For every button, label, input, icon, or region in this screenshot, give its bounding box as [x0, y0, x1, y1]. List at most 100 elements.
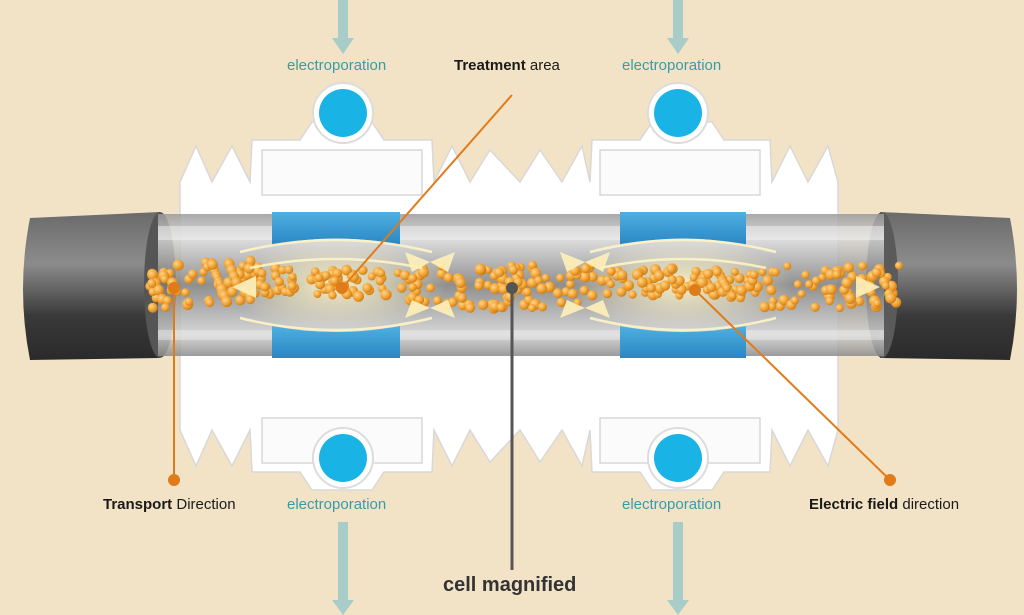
- cell: [628, 290, 637, 299]
- electroporation-label-bottom-right: electroporation: [622, 496, 722, 513]
- cell: [235, 295, 246, 306]
- cell: [881, 281, 890, 290]
- cell: [556, 273, 565, 282]
- cell: [616, 286, 627, 297]
- cell: [353, 290, 364, 302]
- cell: [147, 302, 158, 313]
- cell: [826, 284, 837, 295]
- cell: [873, 299, 882, 308]
- transport-bold-text: Transport: [103, 496, 173, 513]
- cell: [894, 261, 903, 270]
- cell: [843, 262, 855, 273]
- cell: [408, 282, 417, 292]
- cell: [636, 276, 648, 288]
- cell: [408, 273, 418, 283]
- cell: [147, 269, 159, 281]
- cell: [832, 270, 842, 279]
- field-bold-text: Electric field: [809, 496, 899, 513]
- electric-field-direction-label: Electric field direction: [809, 496, 959, 514]
- cell: [579, 285, 589, 295]
- cell: [287, 281, 297, 291]
- cell: [706, 282, 717, 293]
- cell: [805, 280, 814, 289]
- cell: [730, 267, 739, 276]
- cell: [278, 265, 287, 275]
- cell: [147, 278, 157, 288]
- cell: [328, 291, 337, 300]
- cell: [534, 276, 543, 285]
- cell: [362, 283, 373, 293]
- cell: [666, 264, 676, 274]
- cell: [181, 288, 190, 297]
- cell: [871, 267, 882, 278]
- cell: [736, 293, 745, 303]
- cell: [728, 291, 737, 300]
- cell: [536, 283, 548, 294]
- cell: [260, 282, 270, 292]
- cell: [498, 284, 509, 295]
- cell: [274, 277, 284, 287]
- electrode-circle-icon: [312, 82, 709, 489]
- cell: [734, 273, 745, 284]
- cell: [426, 283, 435, 293]
- cell: [606, 266, 616, 276]
- cell: [377, 269, 386, 278]
- cell: [332, 268, 343, 279]
- cell: [587, 290, 598, 301]
- cell: [528, 304, 536, 313]
- callout-lines: [168, 94, 896, 570]
- cell: [587, 271, 598, 282]
- cell: [162, 296, 172, 306]
- cell: [380, 289, 392, 301]
- cell: [153, 284, 164, 296]
- cell: [187, 269, 198, 279]
- cell: [347, 271, 359, 283]
- cell: [417, 266, 429, 278]
- field-lines: [239, 238, 777, 332]
- cell: [537, 302, 547, 312]
- cell: [762, 275, 773, 286]
- cell: [712, 267, 722, 277]
- cell: [797, 289, 806, 298]
- cell: [579, 271, 591, 283]
- cell: [522, 287, 532, 297]
- field-rest-text: direction: [898, 496, 960, 513]
- cell: [541, 273, 550, 282]
- cell: [433, 296, 442, 305]
- cell: [793, 280, 803, 289]
- transport-direction-label: Transport Direction: [103, 496, 236, 514]
- cell: [653, 270, 665, 281]
- cell: [227, 286, 238, 298]
- cell: [623, 280, 635, 291]
- cell: [243, 263, 255, 274]
- cell: [315, 279, 325, 290]
- cell: [313, 290, 322, 298]
- cell: [496, 302, 506, 312]
- cell: [841, 277, 853, 289]
- treatment-area-label: Treatment area: [454, 57, 560, 75]
- cell-magnified-label: cell magnified: [443, 574, 577, 596]
- cell: [465, 303, 476, 313]
- cell: [284, 265, 294, 274]
- cell: [566, 279, 575, 289]
- cell: [766, 285, 777, 296]
- cell: [801, 270, 810, 279]
- cell: [646, 283, 656, 293]
- cell: [245, 295, 255, 305]
- cell: [602, 288, 613, 299]
- cell: [783, 262, 792, 270]
- cell: [552, 288, 563, 299]
- cell: [314, 273, 324, 283]
- cell: [606, 280, 615, 289]
- cell: [443, 272, 454, 283]
- cell: [631, 268, 644, 281]
- cell-stream: [145, 255, 903, 314]
- cell: [758, 267, 767, 277]
- cell: [306, 274, 317, 285]
- cell: [321, 271, 331, 281]
- treatment-bold-text: Treatment: [454, 57, 526, 74]
- cell: [161, 303, 170, 312]
- cell: [367, 272, 376, 281]
- cell: [399, 270, 411, 281]
